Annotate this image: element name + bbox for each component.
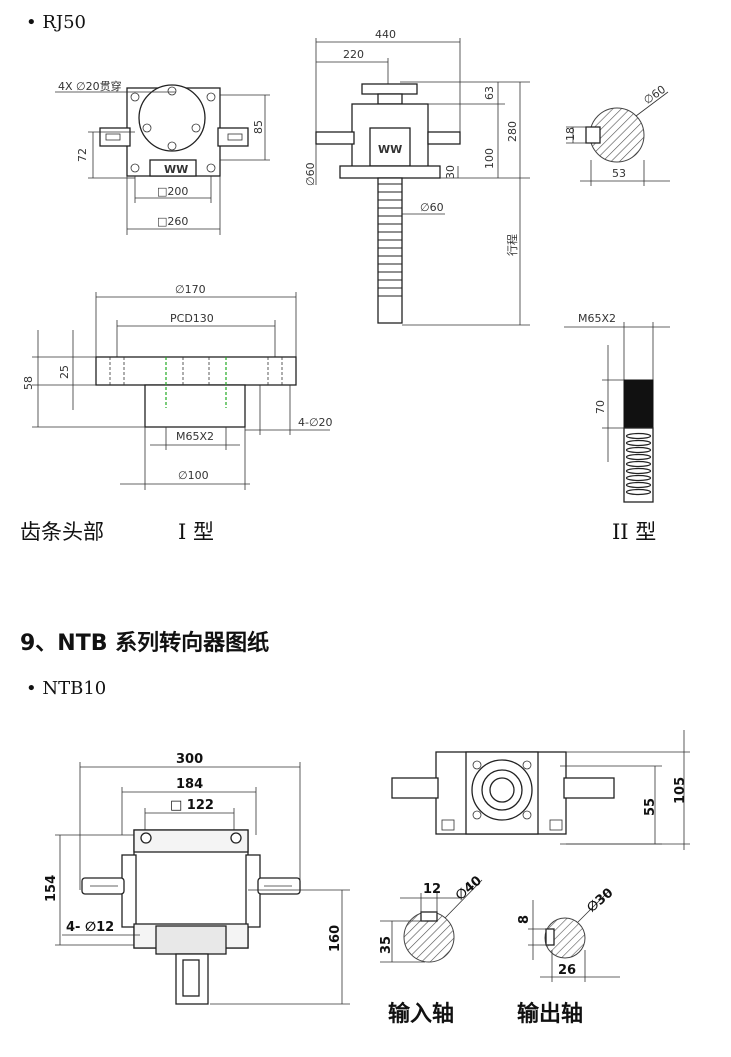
rj50-rack-58: 58 xyxy=(22,376,35,390)
rj50-hole-note: 4X ∅20贯穿 xyxy=(58,79,122,93)
rj50-dim-260: □260 xyxy=(157,215,188,228)
rj50-dim-280: 280 xyxy=(506,121,519,142)
ntb10-dim-105: 105 xyxy=(673,777,688,804)
caption-type1: I 型 xyxy=(178,520,214,544)
rj50-dim-63: 63 xyxy=(483,86,496,100)
rj50-dim-85: 85 xyxy=(252,120,265,134)
ntb10-top-view: 300 184 □ 122 154 4- ∅12 160 xyxy=(44,752,350,1005)
ntb10-output-26: 26 xyxy=(558,963,576,978)
ntb10-dim-160: 160 xyxy=(328,925,343,952)
svg-text:WW: WW xyxy=(378,143,402,156)
ntb10-dim-122: □ 122 xyxy=(170,798,214,813)
rj50-key-53: 53 xyxy=(612,167,626,180)
ntb10-end-view: 55 105 xyxy=(391,730,690,850)
caption-input-shaft: 输入轴 xyxy=(388,1002,455,1027)
rj50-rack-25: 25 xyxy=(58,365,71,379)
ntb10-output-phi30: ∅30 xyxy=(584,886,616,916)
rj50-dim-phi60-left: ∅60 xyxy=(304,162,317,186)
rj50-model-label: • RJ50 xyxy=(26,12,87,33)
rj50-dim-100: 100 xyxy=(483,148,496,169)
rj50-dim-220: 220 xyxy=(343,48,364,61)
rj50-rack-head: ∅170 PCD130 58 25 M65X2 4-∅20 ∅100 xyxy=(22,283,333,490)
caption-type2: II 型 xyxy=(612,520,657,544)
ntb10-dim-4phi12: 4- ∅12 xyxy=(66,920,114,935)
caption-rack-head: 齿条头部 xyxy=(20,520,104,544)
rj50-rack-phi100: ∅100 xyxy=(178,469,209,482)
ntb10-dim-154: 154 xyxy=(44,875,59,902)
rj50-dim-200: □200 xyxy=(157,185,188,198)
ntb10-dim-184: 184 xyxy=(176,777,203,792)
rj50-dim-72: 72 xyxy=(76,148,89,162)
rj50-front-view: WW 4X ∅20贯穿 85 72 □200 □260 xyxy=(55,79,270,235)
rj50-dim-phi60-rod: ∅60 xyxy=(420,201,444,214)
rj50-type2-m65: M65X2 xyxy=(578,312,616,325)
rj50-type2-end: M65X2 70 xyxy=(564,312,670,503)
rj50-key-section: ∅60 18 53 xyxy=(564,83,670,186)
rj50-rack-phi170: ∅170 xyxy=(175,283,206,296)
ntb10-dim-300: 300 xyxy=(176,752,203,767)
rj50-key-18: 18 xyxy=(564,127,577,141)
rj50-type2-70: 70 xyxy=(594,400,607,414)
ntb10-model-label: • NTB10 xyxy=(26,678,107,699)
ntb10-dim-55: 55 xyxy=(643,798,658,816)
svg-text:WW: WW xyxy=(164,163,188,176)
ntb10-input-35: 35 xyxy=(379,936,394,954)
rj50-dim-440: 440 xyxy=(375,28,396,41)
rj50-dim-30: 30 xyxy=(444,165,457,179)
rj50-rack-pcd: PCD130 xyxy=(170,312,214,325)
rj50-rack-m65: M65X2 xyxy=(176,430,214,443)
rj50-rack-4phi20: 4-∅20 xyxy=(298,416,333,429)
section-title: 9、NTB 系列转向器图纸 xyxy=(20,631,270,656)
ntb10-output-8: 8 xyxy=(517,915,532,924)
rj50-stroke-label: 行程 xyxy=(506,234,519,256)
ntb10-input-12: 12 xyxy=(423,882,441,897)
rj50-side-view: 440 220 WW 63 280 100 30 行程 ∅60 ∅60 xyxy=(304,28,530,326)
caption-output-shaft: 输出轴 xyxy=(517,1002,584,1027)
